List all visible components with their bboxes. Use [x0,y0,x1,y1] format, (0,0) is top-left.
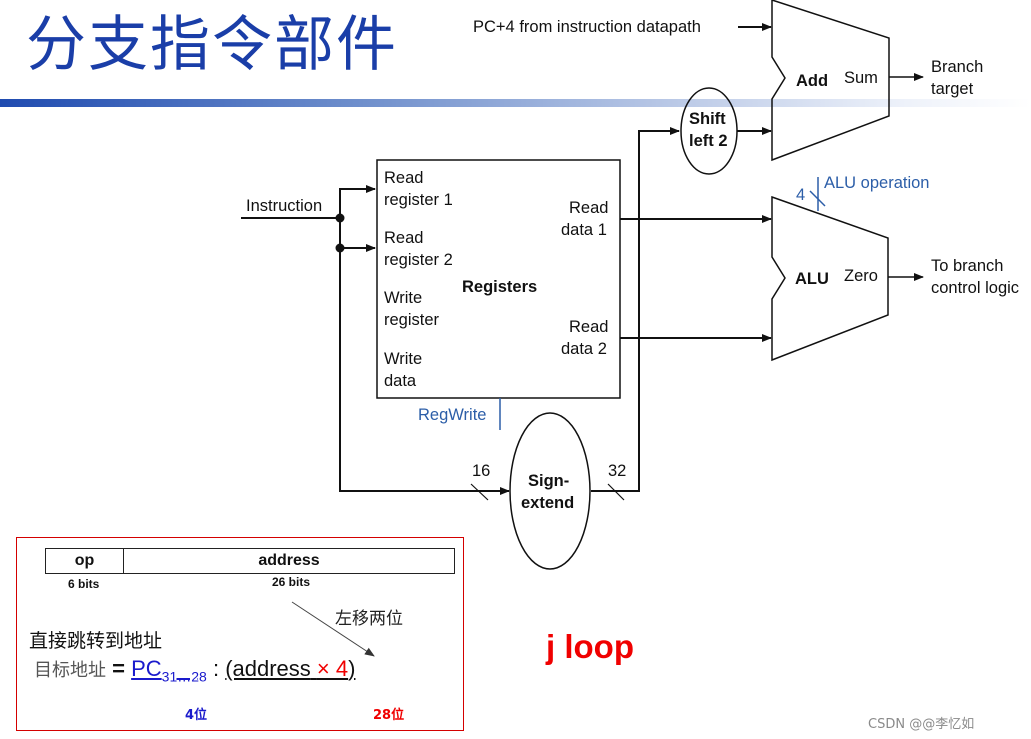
branch-target-label-1: Branch [931,58,984,76]
width-16-slash [470,483,489,501]
read-data-1-label-b: data 1 [561,221,607,239]
read-register-2-label-a: Read [384,229,424,247]
read-register-2-label-b: register 2 [384,251,453,269]
formula-pc: PC31…28 [131,656,207,685]
shift-note: 左移两位 [335,609,403,629]
branch-target-label-2: target [931,80,974,98]
watermark: CSDN @@李忆如 [868,717,975,732]
formula-lhs: 目标地址 [34,660,106,681]
sign-extend-label-1: Sign- [528,472,570,490]
shift-arrow [291,601,375,657]
extended-bus-wire [591,127,680,492]
formula-pc-sub: 31…28 [161,668,207,685]
alu-label: ALU [795,270,829,288]
formula-addr-close: ) [348,656,356,681]
shift-label-1: Shift [689,110,726,128]
read-data-1-label-a: Read [569,199,609,217]
jump-format-box: op address 6 bits 26 bits 左移两位 直接跳转到地址 目… [16,537,464,731]
adder-output-label: Sum [844,69,878,87]
pc4-label: PC+4 from instruction datapath [473,18,701,36]
formula-times: × 4 [316,656,349,681]
junction-dot [335,243,345,253]
alu-op-width-slash [809,190,826,207]
read-data-2-label-b: data 2 [561,340,607,358]
instruction-label: Instruction [246,197,323,215]
width-16-label: 16 [472,462,491,480]
registers-label: Registers [462,278,538,296]
read-register-1-label-a: Read [384,169,424,187]
instruction-example: j loop [546,628,634,665]
instruction-to-rr1-wire [339,185,376,218]
alu-output-label: Zero [844,267,878,285]
regwrite-label: RegWrite [418,406,487,424]
jump-formula: 目标地址 = PC31…28 : (address × 4) [34,656,355,684]
alu-dest-label-2: control logic [931,279,1020,297]
width-32-label: 32 [608,462,627,480]
slide-title: 分支指令部件 [26,10,398,80]
instruction-to-rr2-wire [339,218,376,252]
junction-dot [335,213,345,223]
alu-dest-label-1: To branch [931,257,1004,275]
adder-shape [771,0,890,162]
formula-address: (address × 4) [225,656,355,681]
instruction-format: op address [45,548,455,574]
jump-heading: 直接跳转到地址 [29,630,163,652]
alu-op-label: ALU operation [824,174,930,192]
alu-shape [771,195,889,362]
adder-label: Add [796,72,829,90]
formula-eq: = [112,656,125,681]
width-32-slash [607,483,625,501]
formula-addr-open: (address [225,656,311,681]
pc-bits-label: 4位 [185,708,208,723]
formula-colon: : [212,656,220,681]
address-bits-label: 26 bits [272,575,311,589]
addr-bits-label: 28位 [373,708,405,723]
read-register-1-label-b: register 1 [384,191,453,209]
instruction-to-signext-wire [339,248,510,495]
op-bits-label: 6 bits [68,577,100,591]
write-register-label-b: register [384,311,440,329]
registers-shape [376,159,621,399]
title-underline-bar [0,99,1031,107]
formula-pc-text: PC [131,656,162,681]
field-op: op [46,549,124,573]
alu-op-width-label: 4 [796,186,806,204]
shift-label-2: left 2 [689,132,728,150]
field-address: address [258,552,320,569]
sign-extend-label-2: extend [521,494,575,512]
sign-extend-shape [509,412,591,570]
write-data-label-b: data [384,372,417,390]
write-register-label-a: Write [384,289,423,307]
write-data-label-a: Write [384,350,423,368]
read-data-2-label-a: Read [569,318,609,336]
